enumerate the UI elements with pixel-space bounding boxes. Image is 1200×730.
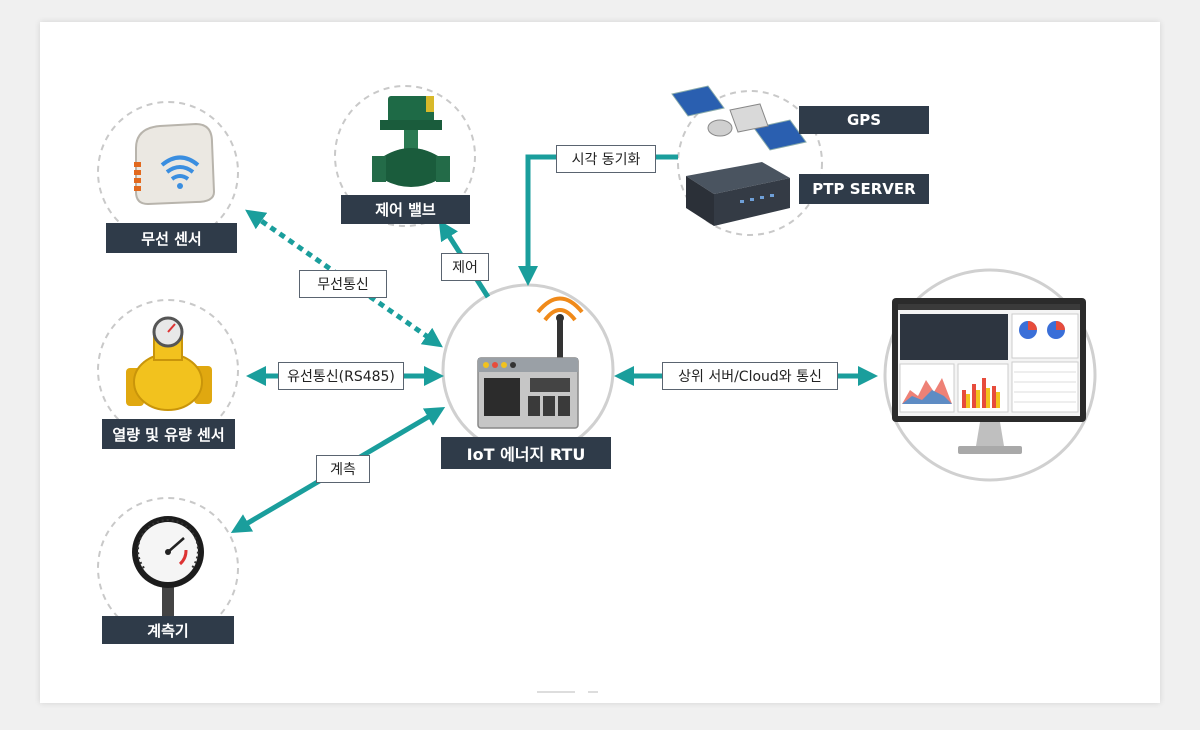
valve-icon <box>372 96 450 187</box>
label-ptp-server: PTP SERVER <box>799 174 929 204</box>
edge-label-measure: 계측 <box>316 455 370 483</box>
edge-label-wired: 유선통신(RS485) <box>278 362 404 390</box>
label-heat-flow-sensor: 열량 및 유량 센서 <box>102 419 235 449</box>
server-icon <box>686 162 790 226</box>
wifi-sensor-icon <box>134 122 216 206</box>
edge-label-time-sync: 시각 동기화 <box>556 145 656 173</box>
dashed-circles <box>97 85 823 639</box>
rtu-device-icon <box>477 296 584 429</box>
satellite-icon <box>671 85 807 151</box>
pressure-gauge-icon <box>132 516 204 618</box>
time-sync-link <box>518 154 678 286</box>
edge-label-control: 제어 <box>441 253 489 281</box>
edge-label-wireless: 무선통신 <box>299 270 387 298</box>
label-rtu: IoT 에너지 RTU <box>441 437 611 469</box>
diagram-svg <box>97 85 1097 693</box>
edge-label-upper: 상위 서버/Cloud와 통신 <box>662 362 838 390</box>
monitor-icon <box>892 298 1086 454</box>
flow-meter-icon <box>126 316 212 411</box>
label-gps: GPS <box>799 106 929 134</box>
label-control-valve: 제어 밸브 <box>341 195 470 224</box>
label-wireless-sensor: 무선 센서 <box>106 223 237 253</box>
diagram-canvas: 무선 센서 제어 밸브 GPS PTP SERVER 열량 및 유량 센서 Io… <box>40 22 1160 703</box>
label-gauge: 계측기 <box>102 616 234 644</box>
